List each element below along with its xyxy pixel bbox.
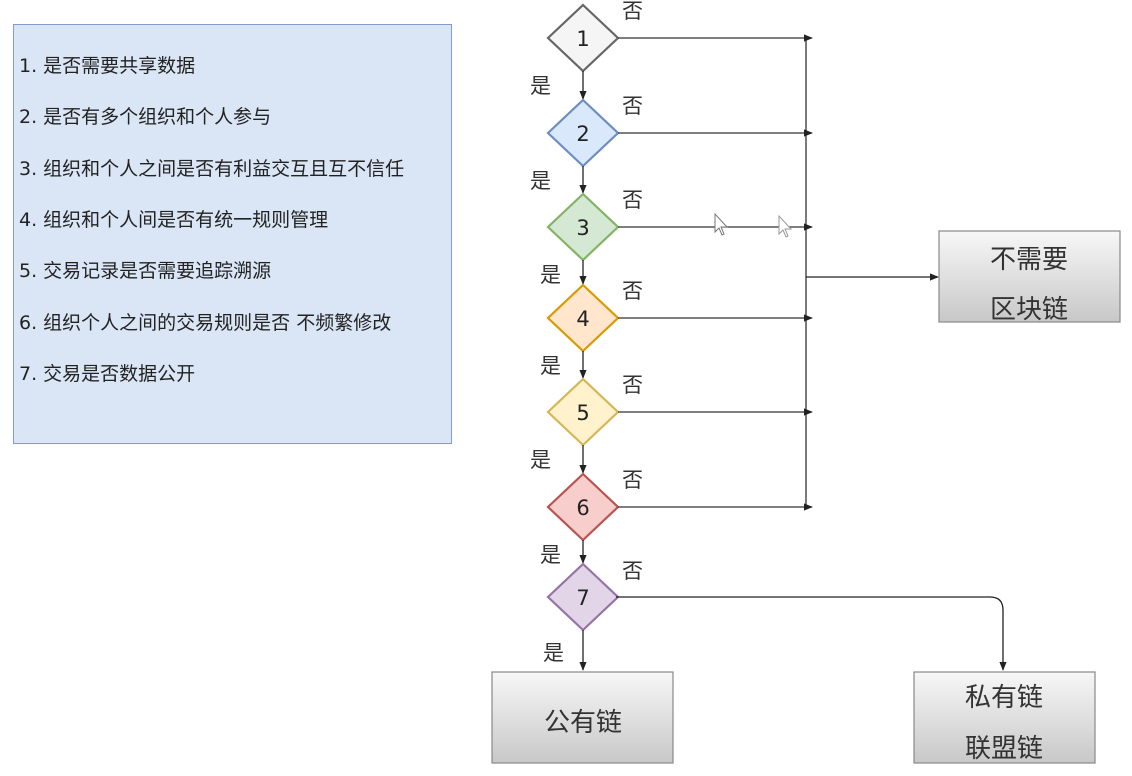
mouse-cursor-icon	[714, 212, 729, 236]
decision-node-2: 2	[546, 98, 620, 168]
decision-number: 2	[576, 122, 589, 146]
decision-number: 4	[576, 307, 589, 331]
consortium-chain-label: 联盟链	[965, 734, 1043, 764]
decision-node-5: 5	[546, 377, 620, 447]
yes-label-6: 是	[540, 543, 561, 567]
yes-label-7: 是	[543, 641, 564, 665]
no-blockchain-line-1: 不需要	[990, 245, 1068, 275]
decision-node-4: 4	[546, 283, 620, 353]
no-label-7: 否	[622, 559, 643, 583]
private-chain-label: 私有链	[965, 683, 1043, 713]
criterion-1: 1. 是否需要共享数据	[19, 55, 196, 77]
criterion-3: 3. 组织和个人之间是否有利益交互且互不信任	[19, 158, 405, 180]
no-label-6: 否	[622, 468, 643, 492]
yes-label-2: 是	[530, 169, 551, 193]
decision-number: 6	[576, 496, 589, 520]
criteria-panel: 1. 是否需要共享数据 2. 是否有多个组织和个人参与 3. 组织和个人之间是否…	[13, 24, 452, 444]
arrow-no-7	[616, 596, 1007, 671]
criterion-4: 4. 组织和个人间是否有统一规则管理	[19, 209, 329, 231]
decision-number: 1	[576, 27, 589, 51]
no-blockchain-line-2: 区块链	[990, 295, 1068, 325]
public-chain-box: 公有链	[491, 671, 674, 764]
decision-node-7: 7	[546, 562, 620, 632]
decision-node-1: 1	[546, 3, 620, 73]
yes-label-4: 是	[540, 354, 561, 378]
decision-node-6: 6	[546, 472, 620, 542]
criterion-6: 6. 组织个人之间的交易规则是否 不频繁修改	[19, 312, 392, 334]
decision-number: 5	[576, 401, 589, 425]
no-label-5: 否	[622, 373, 643, 397]
public-chain-label: 公有链	[544, 708, 622, 738]
decision-number: 3	[576, 216, 589, 240]
private-consortium-chain-box: 私有链 联盟链	[913, 671, 1096, 764]
yes-label-1: 是	[530, 74, 551, 98]
mouse-cursor-icon	[778, 214, 793, 238]
yes-label-5: 是	[530, 448, 551, 472]
no-blockchain-box: 不需要 区块链	[938, 230, 1121, 325]
no-label-3: 否	[622, 188, 643, 212]
decision-node-3: 3	[546, 192, 620, 262]
decision-number: 7	[576, 586, 589, 610]
criterion-7: 7. 交易是否数据公开	[19, 363, 196, 385]
no-label-2: 否	[622, 94, 643, 118]
criterion-2: 2. 是否有多个组织和个人参与	[19, 106, 272, 128]
no-label-4: 否	[622, 279, 643, 303]
yes-label-3: 是	[540, 263, 561, 287]
no-label-1: 否	[622, 0, 643, 23]
criterion-5: 5. 交易记录是否需要追踪溯源	[19, 260, 272, 282]
